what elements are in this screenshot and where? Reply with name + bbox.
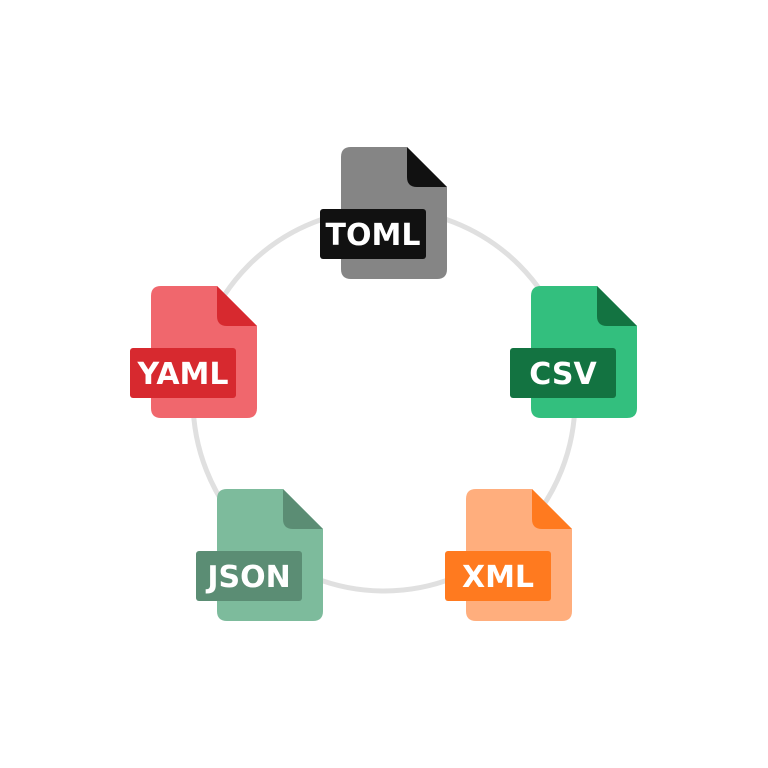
file-icon-json: JSON: [196, 489, 323, 621]
file-badge: [445, 551, 551, 601]
file-fold-corner: [532, 489, 572, 529]
file-fold-corner: [283, 489, 323, 529]
file-badge: [196, 551, 302, 601]
file-label: JSON: [205, 560, 290, 595]
file-badge: [510, 348, 616, 398]
file-icon-csv: CSV: [510, 286, 637, 418]
file-icon-yaml: YAML: [130, 286, 257, 418]
file-label: XML: [462, 560, 534, 595]
file-label: TOML: [326, 218, 421, 253]
file-label: YAML: [136, 357, 228, 392]
file-badge: [130, 348, 236, 398]
file-label: CSV: [529, 357, 597, 392]
file-fold-corner: [217, 286, 257, 326]
file-fold-corner: [597, 286, 637, 326]
file-icon-toml: TOML: [320, 147, 447, 279]
file-fold-corner: [407, 147, 447, 187]
file-icon-xml: XML: [445, 489, 572, 621]
file-badge: [320, 209, 426, 259]
